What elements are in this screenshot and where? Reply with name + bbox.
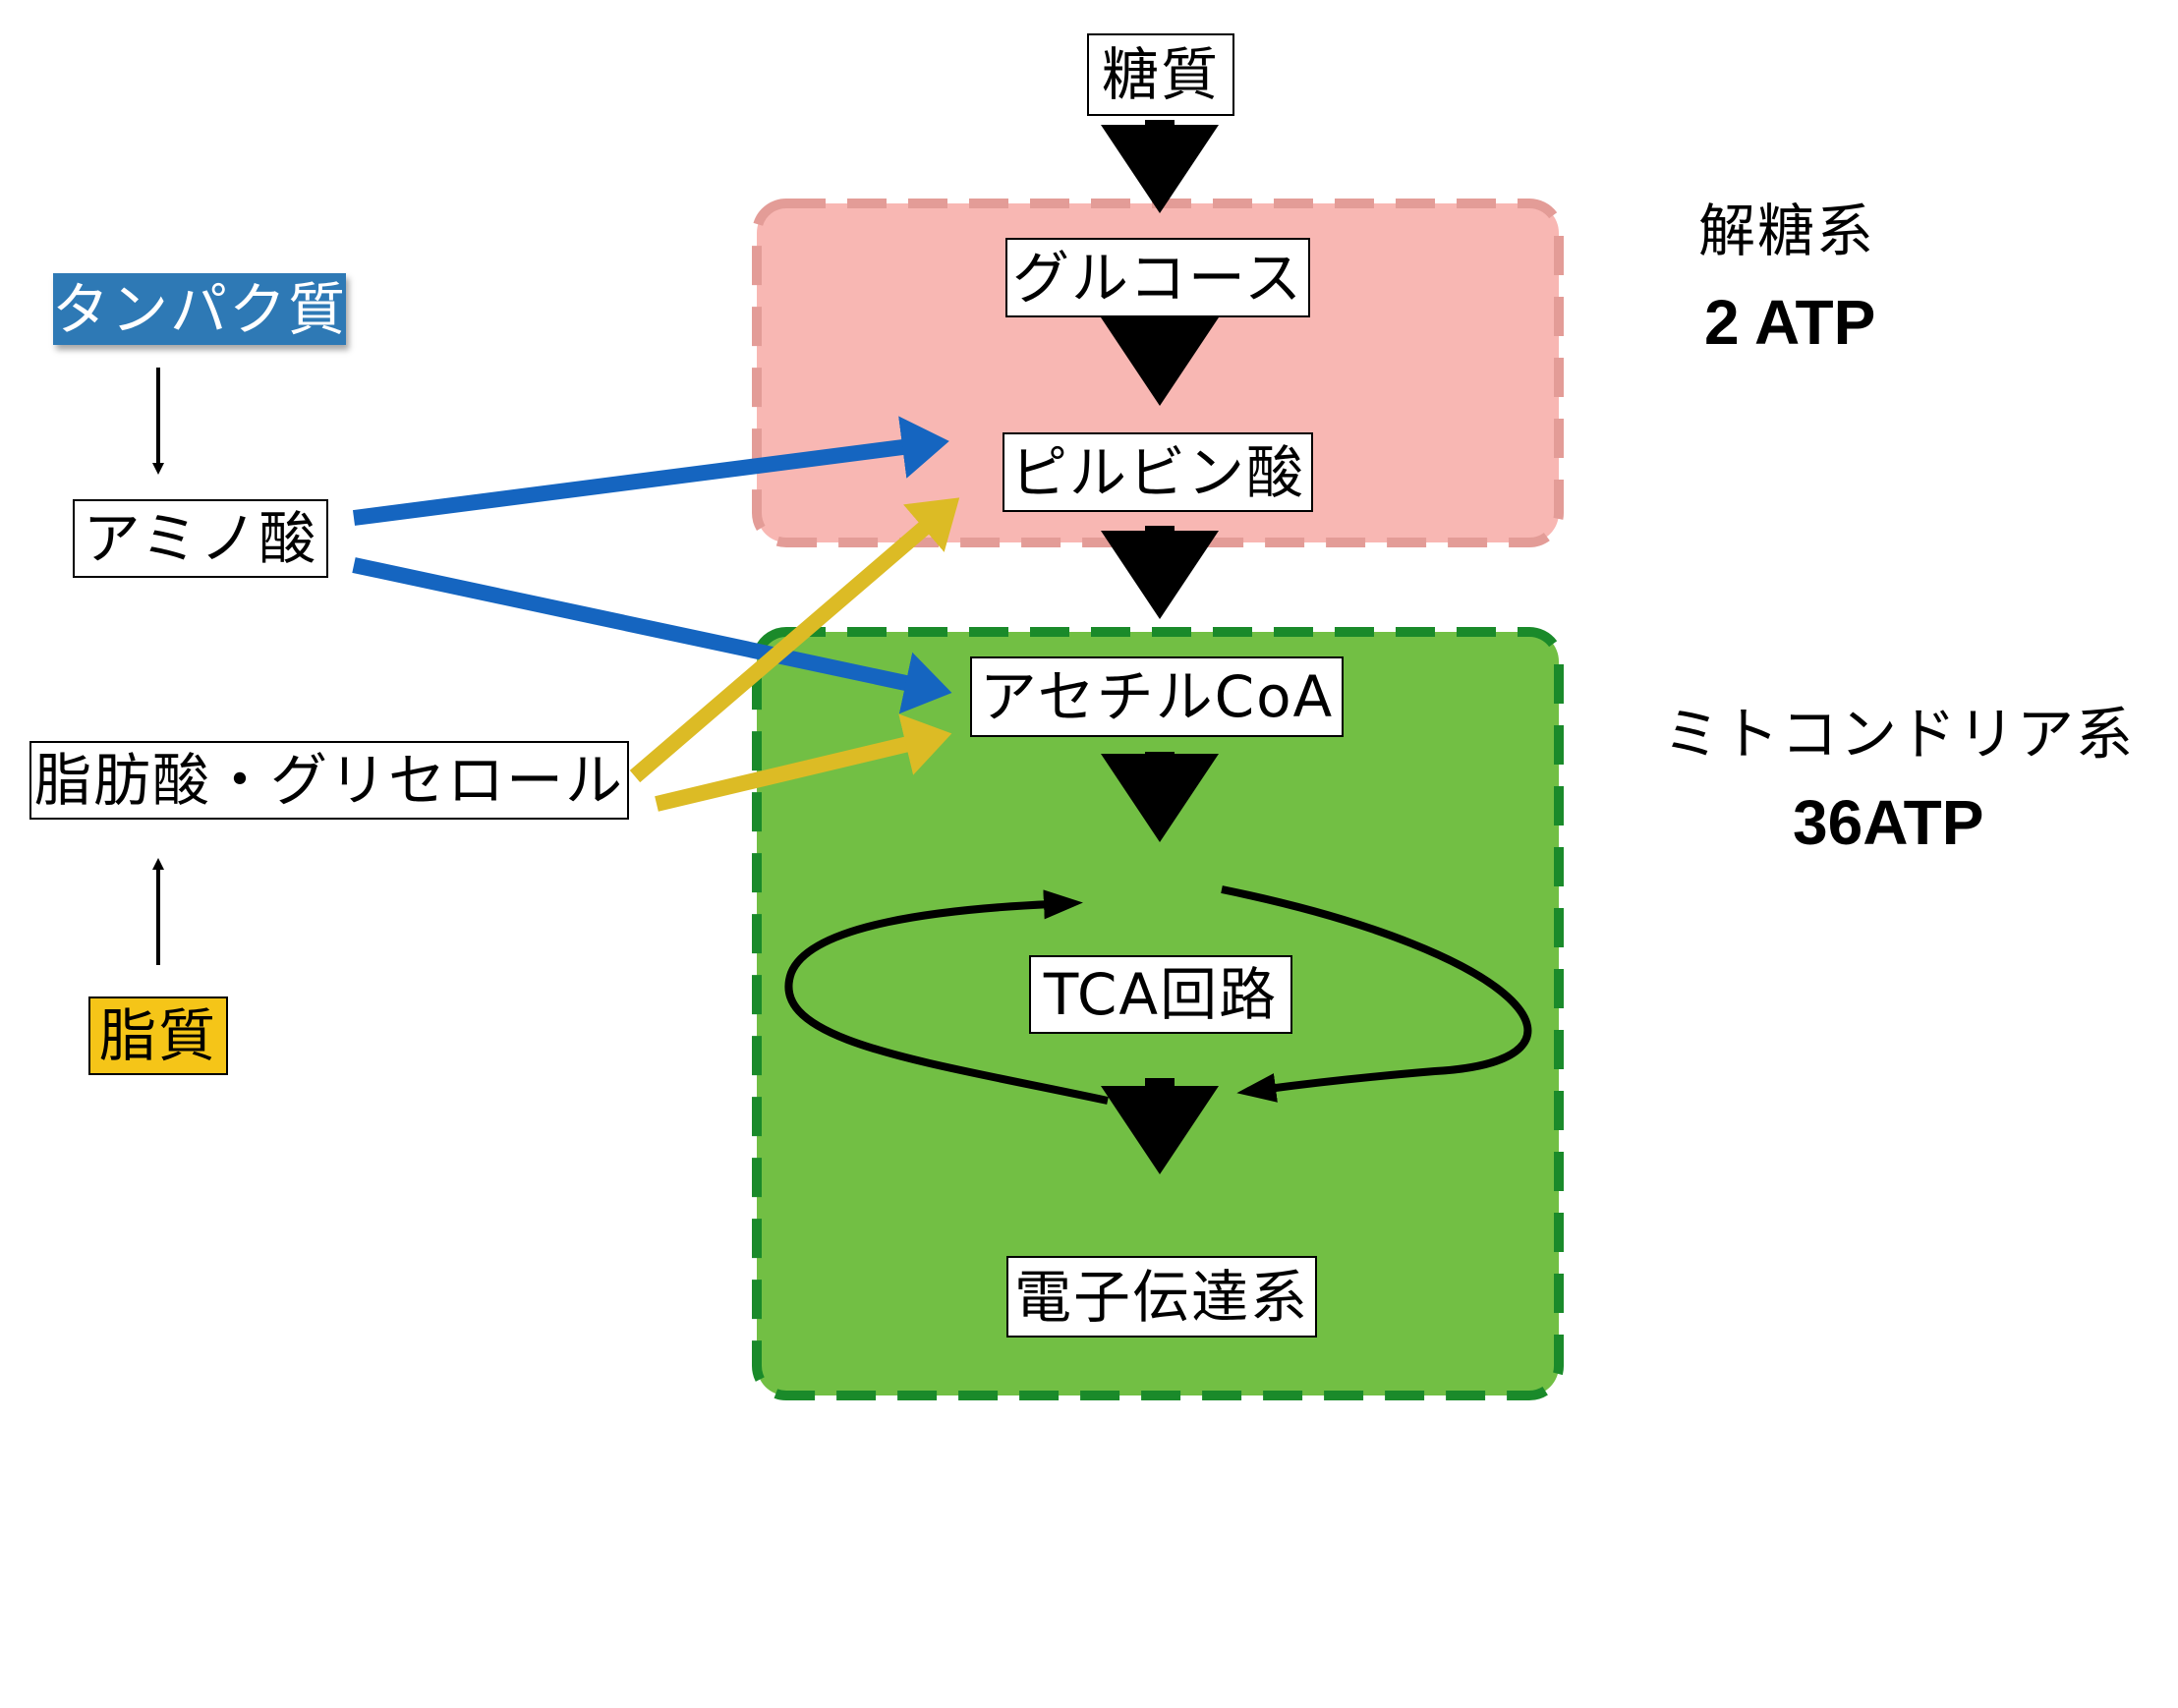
tca-cycle-lower-arrow — [784, 889, 1109, 1105]
node-protein: タンパク質 — [52, 273, 346, 345]
node-electron-transport-chain: 電子伝達系 — [1006, 1256, 1317, 1338]
node-amino-acid: アミノ酸 — [73, 499, 328, 578]
node-tca-cycle: TCA回路 — [1029, 955, 1292, 1034]
mitochondria-atp: 36ATP — [1793, 787, 1984, 858]
mitochondria-label: ミトコンドリア系 — [1663, 701, 2136, 768]
node-lipid: 脂質 — [88, 996, 228, 1075]
arrow-aminoacid-to-pyruvate — [352, 416, 949, 526]
node-acetyl-coa: アセチルCoA — [970, 656, 1344, 737]
node-fatty-acid-glycerol: 脂肪酸・グリセロール — [29, 741, 629, 820]
node-pyruvate: ピルビン酸 — [1003, 432, 1313, 512]
arrow-fattyacid-to-acetylcoa — [655, 713, 952, 812]
glycolysis-label: 解糖系 — [1698, 198, 1876, 264]
node-sugar: 糖質 — [1087, 33, 1234, 116]
node-glucose: グルコース — [1005, 238, 1310, 317]
arrow-fattyacid-to-pyruvate — [629, 497, 960, 783]
glycolysis-atp: 2 ATP — [1704, 287, 1876, 358]
tca-cycle-upper-arrow — [1221, 885, 1532, 1103]
arrow-aminoacid-to-acetylcoa — [352, 557, 952, 714]
